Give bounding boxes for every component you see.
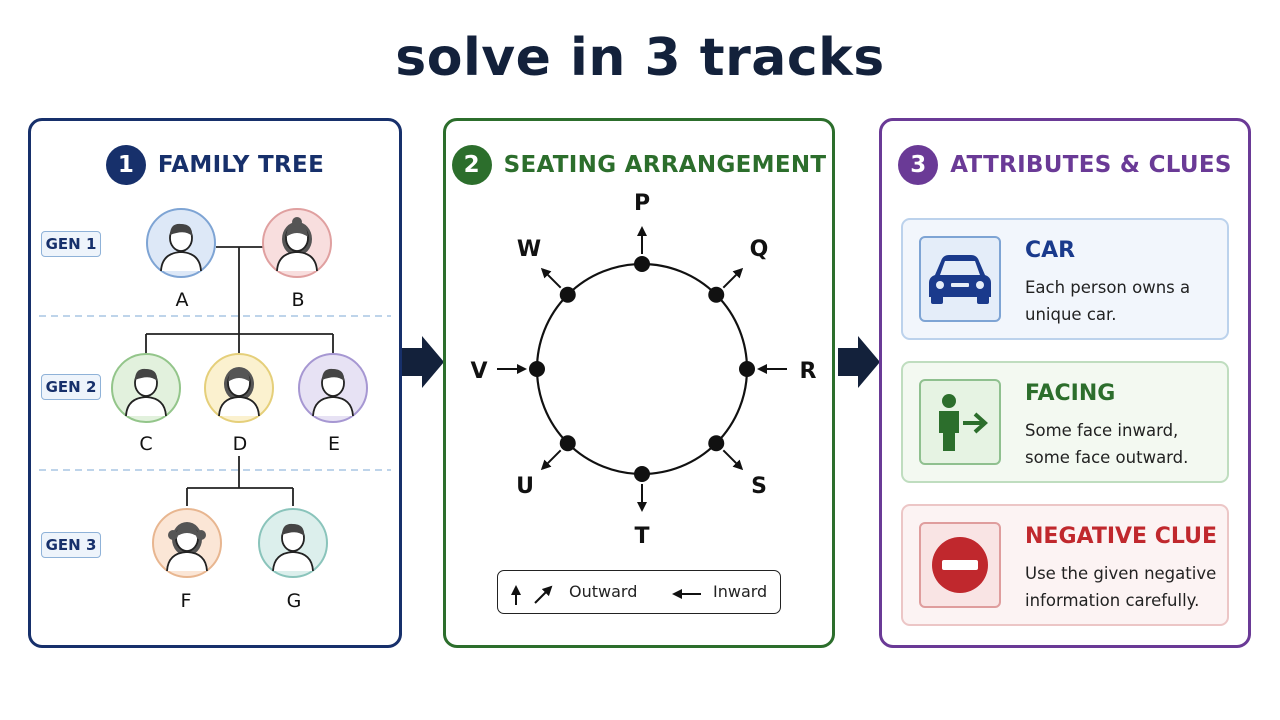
man-avatar-icon	[111, 353, 181, 423]
family-tree-header: 1 FAMILY TREE	[31, 145, 399, 185]
page-title: solve in 3 tracks	[395, 28, 885, 88]
car-card: CAR Each person owns a unique car.	[901, 218, 1229, 340]
outward-arrow-icon	[540, 267, 562, 289]
legend-outward-label: Outward	[569, 582, 638, 601]
woman-avatar-icon	[204, 353, 274, 423]
step-number-badge: 1	[105, 145, 146, 185]
car-icon	[919, 236, 1001, 322]
girl-avatar-icon	[152, 508, 222, 578]
outward-arrow-icon	[722, 267, 744, 289]
gen-3-label: GEN 3	[41, 532, 101, 558]
person-label-e: E	[327, 433, 340, 455]
attributes-title: ATTRIBUTES & CLUES	[950, 152, 1232, 178]
seating-title: SEATING ARRANGEMENT	[503, 152, 827, 178]
seat-p	[634, 226, 650, 272]
negative-clue-card-desc: Use the given negative information caref…	[1025, 564, 1217, 610]
seat-label-p: P	[633, 191, 651, 216]
person-label-d: D	[232, 433, 248, 455]
seat-label-v: V	[470, 359, 488, 384]
no-entry-icon	[919, 522, 1001, 608]
outward-arrow-icon	[722, 449, 744, 471]
seat-label-r: R	[799, 359, 817, 384]
person-label-f: F	[180, 590, 192, 612]
legend-inward-label: Inward	[713, 582, 768, 601]
gen-2-label: GEN 2	[41, 374, 101, 400]
family-tree-title: FAMILY TREE	[157, 152, 325, 178]
step-number-badge: 3	[898, 145, 939, 185]
person-label-a: A	[175, 289, 189, 311]
seat-label-q: Q	[749, 237, 769, 262]
person-label-b: B	[291, 289, 305, 311]
seating-header: 2 SEATING ARRANGEMENT	[446, 145, 832, 185]
seat-label-t: T	[634, 524, 650, 549]
facing-card-desc: Some face inward, some face outward.	[1025, 421, 1189, 467]
woman-avatar-icon	[262, 208, 332, 278]
attributes-panel: 3 ATTRIBUTES & CLUES CAR Each person own…	[879, 118, 1251, 648]
seat-label-u: U	[516, 474, 534, 499]
seat-v	[497, 361, 545, 377]
man-avatar-icon	[298, 353, 368, 423]
attributes-header: 3 ATTRIBUTES & CLUES	[882, 145, 1248, 185]
facing-card-title: FACING	[1025, 381, 1116, 406]
seat-w	[540, 267, 576, 303]
seat-q	[708, 267, 744, 303]
family-tree-diagram	[39, 208, 391, 578]
person-label-c: C	[139, 433, 153, 455]
seating-panel: 2 SEATING ARRANGEMENT P Q R S T U V W Ou…	[443, 118, 835, 648]
facing-card: FACING Some face inward, some face outwa…	[901, 361, 1229, 483]
seat-label-w: W	[516, 237, 542, 262]
legend-diagonal-arrow-icon	[534, 585, 553, 604]
seat-t	[634, 466, 650, 512]
next-arrow-icon	[838, 336, 880, 388]
seat-s	[708, 435, 744, 471]
seat-label-s: S	[751, 474, 767, 499]
boy-avatar-icon	[258, 508, 328, 578]
person-label-g: G	[286, 590, 302, 612]
car-card-title: CAR	[1025, 238, 1076, 263]
outward-arrow-icon	[540, 449, 562, 471]
family-tree-panel: 1 FAMILY TREE GEN 1 GEN 2 GEN 3 A B C D …	[28, 118, 402, 648]
step-number-badge: 2	[451, 145, 492, 185]
seating-circle-diagram	[497, 226, 787, 605]
car-card-desc: Each person owns a unique car.	[1025, 278, 1191, 324]
negative-clue-card-title: NEGATIVE CLUE	[1025, 524, 1217, 549]
seat-r	[739, 361, 787, 377]
next-arrow-icon	[402, 336, 444, 388]
person-facing-icon	[919, 379, 1001, 465]
man-avatar-icon	[146, 208, 216, 278]
seat-u	[540, 435, 576, 471]
gen-1-label: GEN 1	[41, 231, 101, 257]
negative-clue-card: NEGATIVE CLUE Use the given negative inf…	[901, 504, 1229, 626]
facing-legend: Outward Inward	[497, 570, 781, 614]
family-connectors	[145, 246, 334, 506]
